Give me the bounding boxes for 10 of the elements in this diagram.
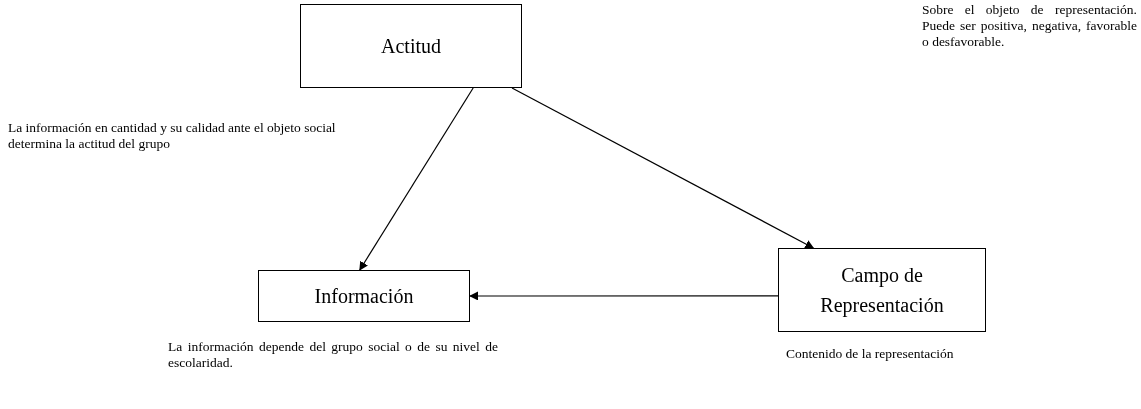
concept-box: Información — [258, 270, 470, 322]
arrow — [469, 291, 779, 301]
note-text: Sobre el objeto de representación. Puede ser positiva, negativa, favorable o desfavorable. — [922, 2, 1137, 51]
note-text: La información en cantidad y su calidad ante el objeto social determina la actitud del grupo — [8, 120, 337, 153]
node-note: La información depende del grupo social o de su nivel de escolaridad. — [168, 339, 498, 372]
arrow — [511, 87, 815, 249]
concept-box: Actitud — [300, 4, 522, 88]
arrow — [359, 87, 474, 271]
concept-box: Campo de Representación — [778, 248, 986, 332]
node-note: Contenido de la representación — [786, 346, 955, 363]
